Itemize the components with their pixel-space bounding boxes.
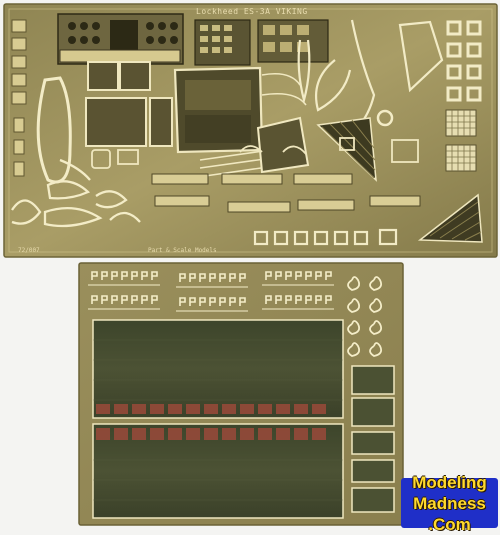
console-panel-part-2 — [257, 19, 329, 63]
small-bracket-parts — [91, 137, 419, 169]
clamp-parts-right — [347, 276, 383, 357]
louvre-part-2 — [417, 193, 483, 243]
seat-parts — [85, 61, 173, 147]
square-frame-parts-right — [446, 20, 482, 102]
small-square-parts-bottom — [253, 228, 398, 246]
watermark-line-1: Modeling — [412, 472, 487, 492]
modeling-madness-watermark: Modeling Madness .Com — [401, 473, 498, 534]
small-square-parts-left — [11, 19, 27, 177]
curved-parts-bottom-left — [11, 158, 141, 228]
watermark-line-2: Madness — [413, 493, 486, 513]
floor-panel-upper — [92, 319, 344, 419]
ring-part — [376, 109, 394, 127]
cockpit-tub-part — [173, 66, 264, 154]
clip-parts-rows — [91, 271, 332, 306]
side-panel-parts — [351, 365, 395, 513]
instrument-panel-part — [57, 13, 184, 65]
top-fret: Lockheed ES-3A VIKING — [3, 3, 498, 258]
fret-subtitle: Part & Scale Models — [148, 247, 217, 254]
fret-title: Lockheed ES-3A VIKING — [196, 7, 308, 16]
watermark-line-3: .Com — [428, 514, 471, 534]
window-frame-part — [256, 116, 310, 174]
clip-sprue-lines — [88, 284, 334, 312]
canopy-frame-part — [36, 76, 72, 184]
plastic-strip-lower — [96, 428, 326, 440]
louvre-part-1 — [316, 117, 377, 182]
floor-panel-lower — [92, 423, 344, 519]
console-panel-part — [194, 19, 251, 66]
bottom-fret — [78, 262, 404, 526]
plastic-strip-upper — [96, 404, 326, 414]
fret-tag-top: 72/007 — [18, 247, 40, 254]
hatch-strip-parts — [151, 173, 421, 213]
loop-parts — [297, 19, 444, 136]
mesh-grille-parts — [445, 109, 477, 172]
